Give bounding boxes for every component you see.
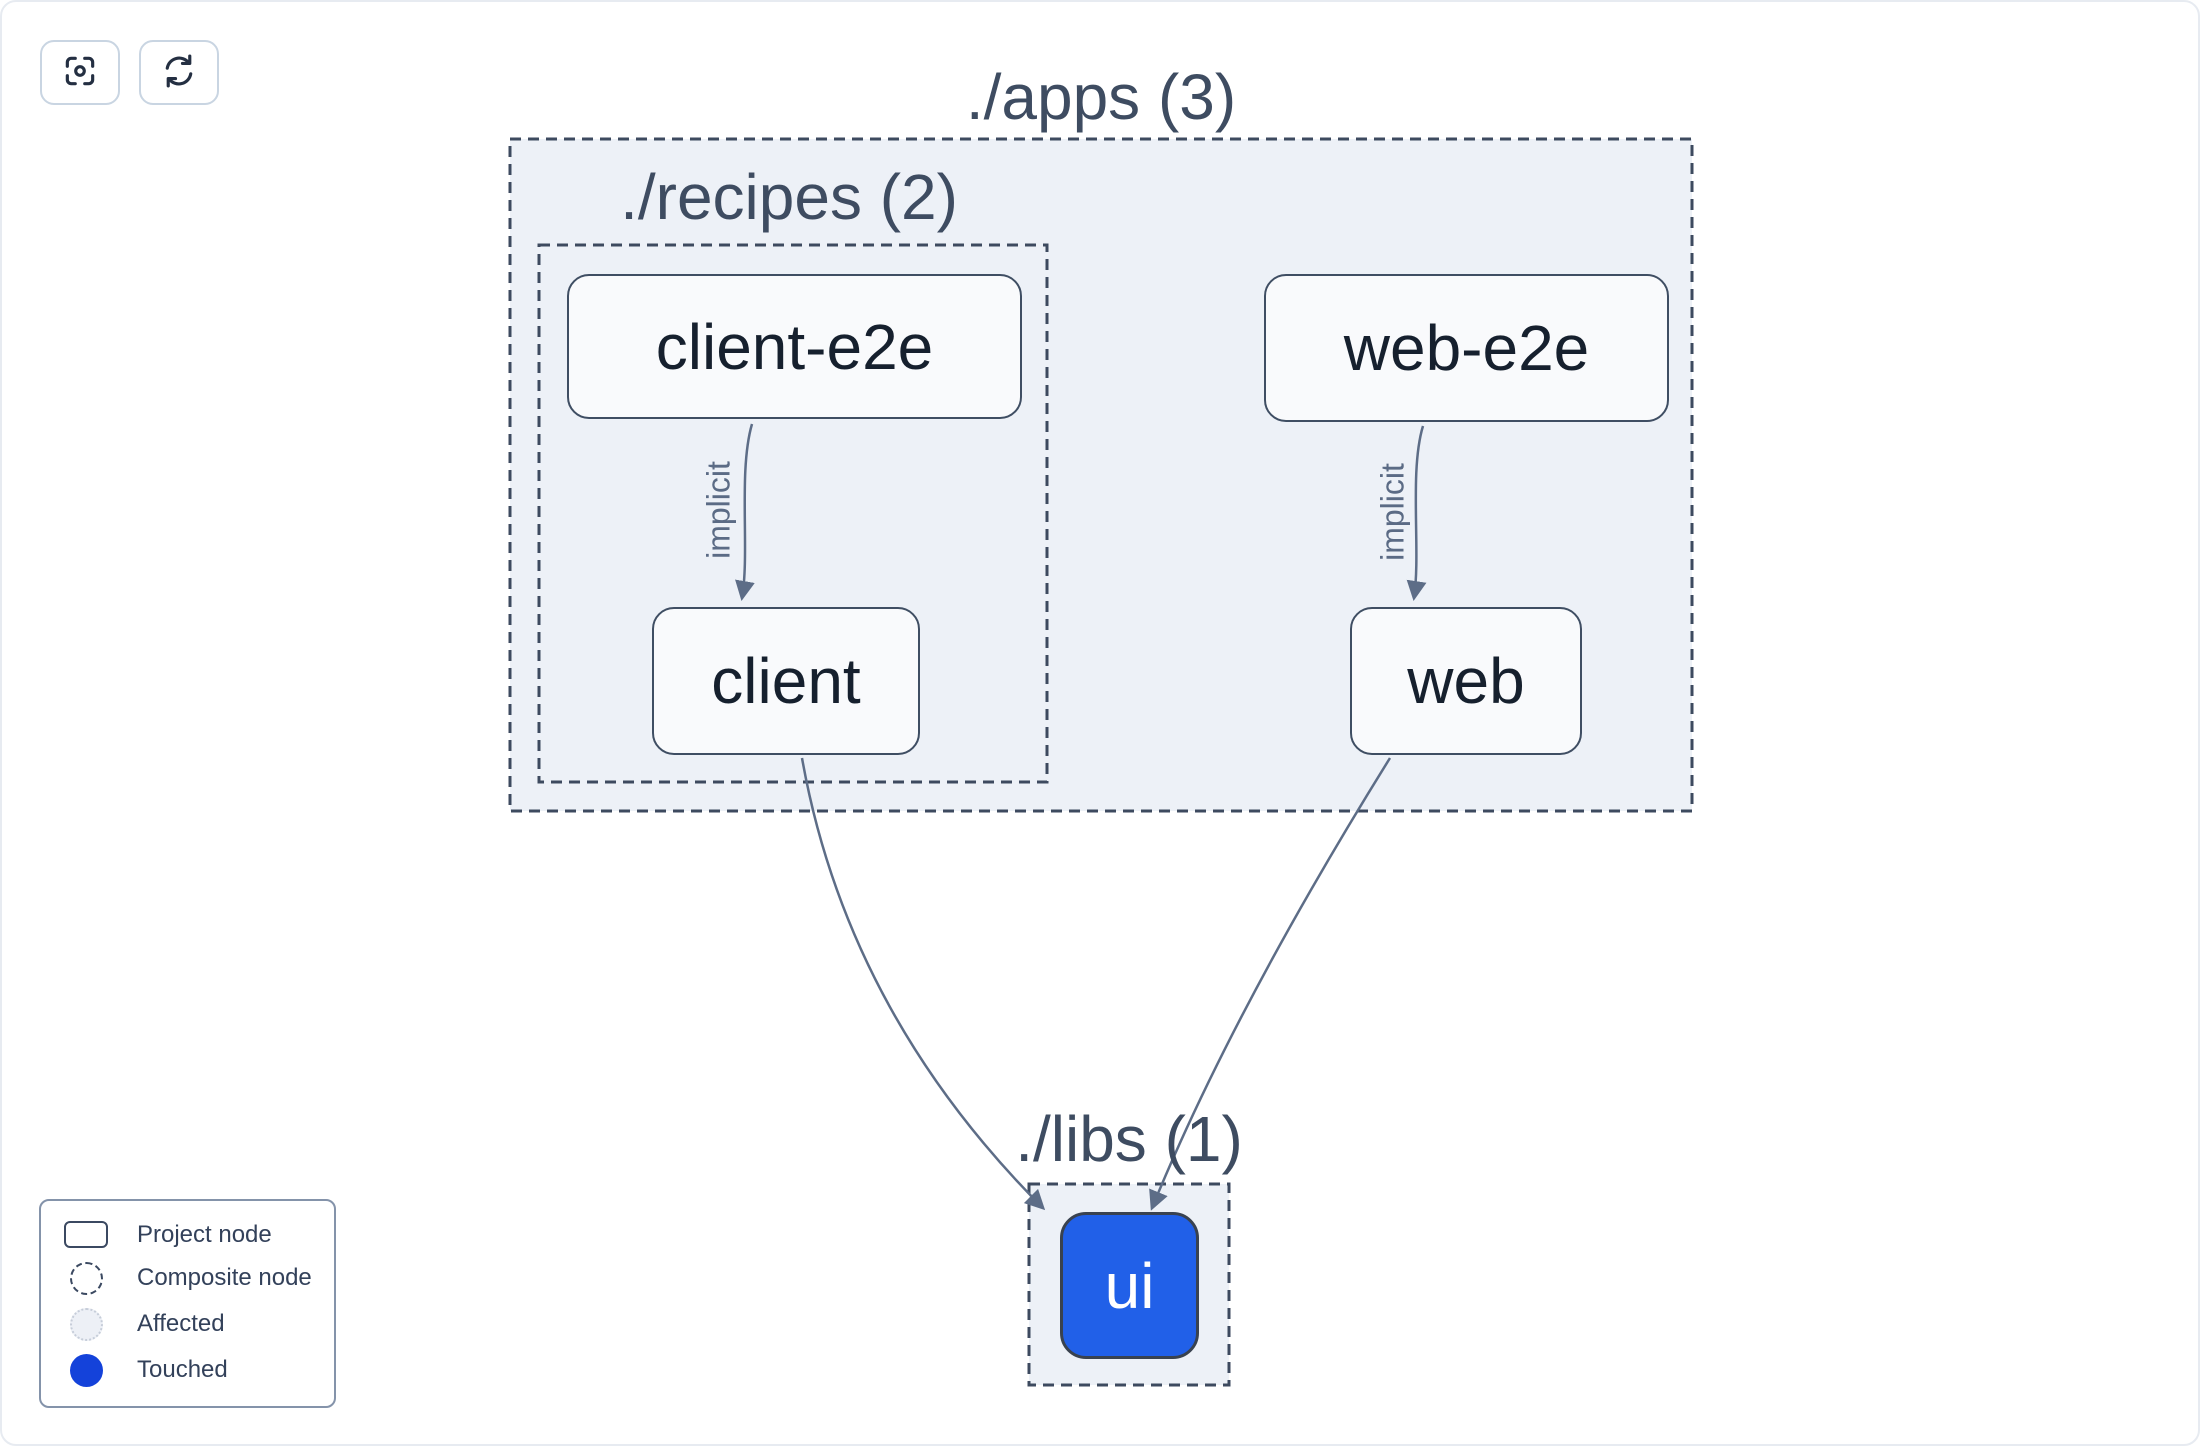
composite-title-apps[interactable]: ./apps (3) (965, 61, 1237, 133)
focus-view-button[interactable] (40, 40, 120, 105)
composite-title-libs[interactable]: ./libs (1) (1015, 1103, 1243, 1175)
node-client[interactable]: client (652, 607, 920, 755)
legend-item-touched: Touched (61, 1353, 314, 1387)
legend-item-project-node: Project node (61, 1221, 314, 1249)
legend: Project node Composite node Affected Tou… (39, 1199, 336, 1408)
node-web-e2e[interactable]: web-e2e (1264, 274, 1669, 422)
graph-toolbar (40, 40, 219, 105)
affected-icon (69, 1307, 103, 1341)
touched-icon (69, 1353, 103, 1387)
legend-label: Affected (137, 1310, 225, 1337)
edge-client-e2e-to-client[interactable] (735, 423, 755, 601)
edge-label-implicit-web: implicit (1374, 463, 1411, 561)
composite-title-recipes[interactable]: ./recipes (2) (620, 161, 958, 233)
refresh-graph-button[interactable] (139, 40, 219, 105)
focus-icon (61, 52, 99, 93)
node-ui[interactable]: ui (1060, 1212, 1199, 1359)
project-node-icon (64, 1221, 108, 1248)
edge-web-to-ui[interactable] (1149, 757, 1392, 1211)
composite-node-icon (69, 1261, 103, 1295)
legend-label: Touched (137, 1356, 228, 1383)
legend-item-composite-node: Composite node (61, 1261, 314, 1295)
legend-label: Composite node (137, 1264, 312, 1291)
legend-item-affected: Affected (61, 1307, 314, 1341)
legend-label: Project node (137, 1220, 272, 1248)
refresh-icon (160, 52, 198, 93)
node-client-e2e[interactable]: client-e2e (567, 274, 1022, 419)
edge-label-implicit-client: implicit (700, 461, 737, 559)
edge-client-to-ui[interactable] (800, 757, 1046, 1211)
node-web[interactable]: web (1350, 607, 1582, 755)
edge-web-e2e-to-web[interactable] (1406, 425, 1427, 601)
